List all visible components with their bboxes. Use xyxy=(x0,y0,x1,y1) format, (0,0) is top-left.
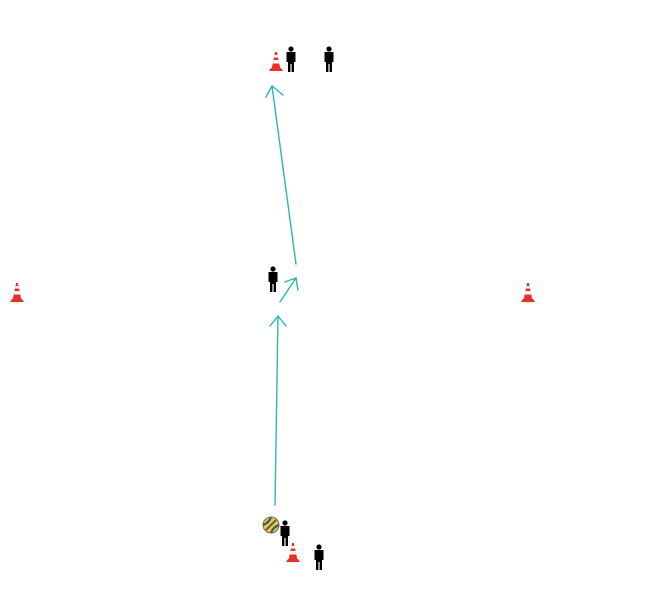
player xyxy=(286,46,296,72)
player xyxy=(324,46,334,72)
player xyxy=(280,520,290,546)
player xyxy=(268,266,278,292)
ball xyxy=(262,516,280,534)
cone xyxy=(10,283,24,302)
cone xyxy=(521,283,535,302)
pass-arrow xyxy=(269,315,287,506)
cone xyxy=(269,52,283,71)
pass-arrow xyxy=(265,85,297,265)
player xyxy=(314,544,324,570)
cone xyxy=(286,543,300,562)
run-arrow xyxy=(279,277,299,303)
